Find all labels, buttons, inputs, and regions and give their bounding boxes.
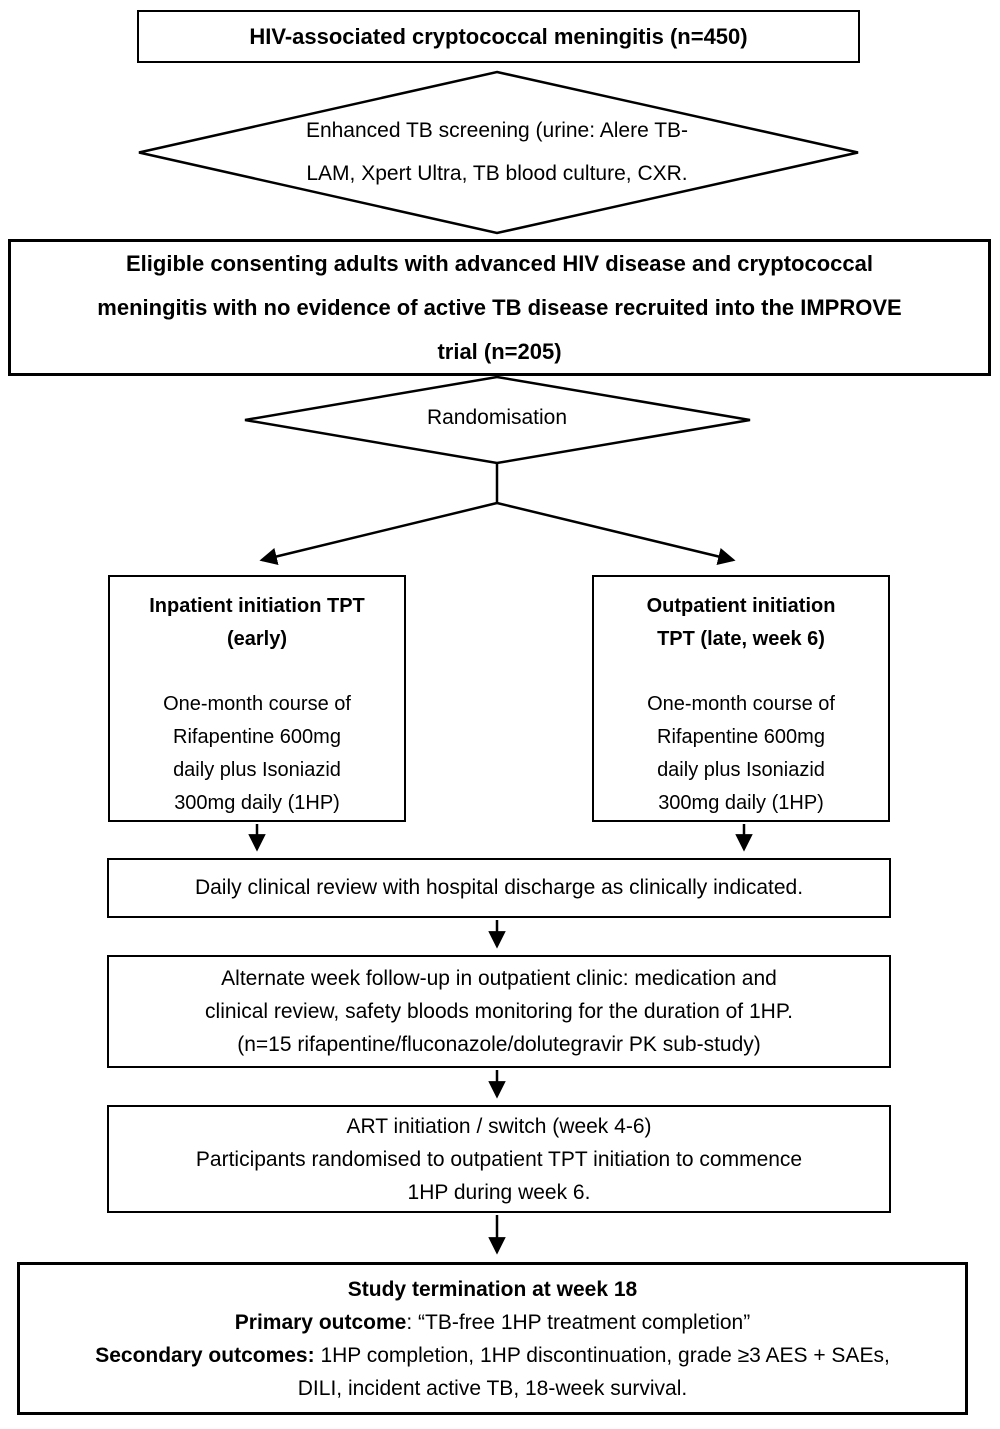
screening-diamond-shape <box>138 70 859 235</box>
followup-box: Alternate week follow-up in outpatient c… <box>107 955 891 1068</box>
inpatient-arm-box: Inpatient initiation TPT (early) One-mon… <box>108 575 406 822</box>
primary-outcome-text: : “TB-free 1HP treatment completion” <box>406 1310 751 1334</box>
eligibility-text: Eligible consenting adults with advanced… <box>97 250 902 364</box>
arrow-to-inpatient <box>259 501 498 565</box>
secondary-outcomes-line2: DILI, incident active TB, 18-week surviv… <box>297 1376 688 1400</box>
randomisation-diamond-text: Randomisation <box>426 406 568 429</box>
screening-diamond-text: Enhanced TB screening (urine: Alere TB- … <box>305 119 689 185</box>
secondary-outcomes-text: 1HP completion, 1HP discontinuation, gra… <box>314 1343 890 1367</box>
arrow-to-outpatient <box>496 501 736 566</box>
primary-outcome-label: Primary outcome <box>234 1310 407 1334</box>
outpatient-arm-body: One-month course of Rifapentine 600mg da… <box>647 693 835 814</box>
outpatient-arm-box: Outpatient initiation TPT (late, week 6)… <box>592 575 890 822</box>
followup-text: Alternate week follow-up in outpatient c… <box>205 967 793 1056</box>
outpatient-arm-title: Outpatient initiation TPT (late, week 6) <box>646 595 836 650</box>
inpatient-arm-body: One-month course of Rifapentine 600mg da… <box>163 693 351 814</box>
eligibility-box: Eligible consenting adults with advanced… <box>8 239 991 376</box>
art-initiation-box: ART initiation / switch (week 4-6) Parti… <box>107 1105 891 1213</box>
daily-review-box: Daily clinical review with hospital disc… <box>107 858 891 918</box>
inpatient-arm-title: Inpatient initiation TPT (early) <box>149 595 365 650</box>
art-initiation-text: ART initiation / switch (week 4-6) Parti… <box>195 1114 803 1204</box>
secondary-outcomes-label: Secondary outcomes: <box>95 1343 315 1367</box>
termination-box: Study termination at week 18 Primary out… <box>17 1262 968 1415</box>
daily-review-text: Daily clinical review with hospital disc… <box>194 876 804 899</box>
screened-population-text: HIV-associated cryptococcal meningitis (… <box>249 23 748 49</box>
screened-population-box: HIV-associated cryptococcal meningitis (… <box>137 10 860 63</box>
secondary-outcomes-line: Secondary outcomes: 1HP completion, 1HP … <box>95 1339 890 1372</box>
termination-title: Study termination at week 18 <box>347 1277 638 1301</box>
primary-outcome-line: Primary outcome: “TB-free 1HP treatment … <box>235 1306 750 1339</box>
